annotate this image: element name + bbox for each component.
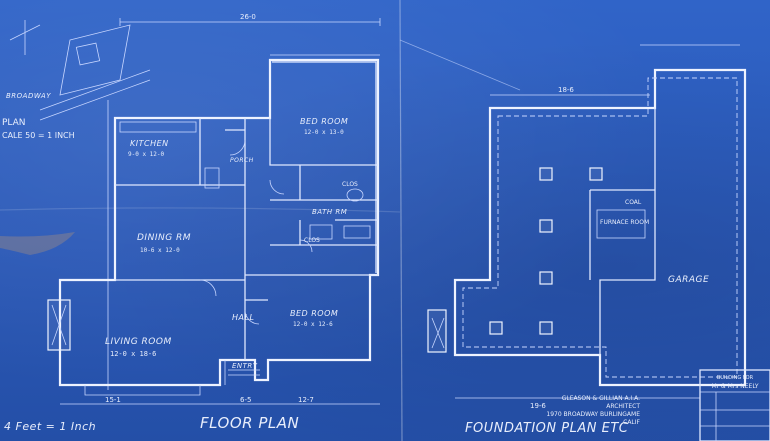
- title-block: BUILDING FOR Mr & Mrs NEELY: [699, 369, 770, 441]
- coal-label: COAL: [625, 199, 642, 206]
- room-entry-name: ENTRY: [232, 362, 258, 370]
- pier: [589, 167, 603, 181]
- room-bath-name: BATH RM: [312, 208, 347, 216]
- foundation-plan: 18-6 FURNACE ROOM COAL GARAGE 19-6 FOUND…: [399, 39, 747, 436]
- foundation-plan-title: FOUNDATION PLAN ETC: [465, 421, 629, 436]
- dim-bottom-left: 15-1: [105, 396, 121, 404]
- furnace-room-label: FURNACE ROOM: [600, 219, 649, 226]
- pier: [539, 219, 553, 233]
- dim-bottom-overall: 12-7: [298, 396, 314, 404]
- room-kitchen-name: KITCHEN: [130, 139, 169, 148]
- architect-line4: CALIF: [623, 419, 640, 426]
- street-label: BROADWAY: [6, 92, 51, 100]
- room-dining-size: 10-6 x 12-0: [140, 247, 180, 254]
- architect-line3: 1970 BROADWAY BURLINGAME: [546, 411, 640, 418]
- fold-crease-horizontal: [0, 207, 401, 213]
- room-clos2-name: CLOS: [304, 237, 320, 244]
- room-bed1-size: 12-0 x 13-0: [304, 129, 344, 136]
- room-bed1-name: BED ROOM: [300, 117, 348, 126]
- title-block-heading: BUILDING FOR: [717, 375, 754, 381]
- fold-crease-vertical: [399, 0, 403, 441]
- pier: [539, 167, 553, 181]
- dim-top-overall: 26-0: [240, 13, 256, 21]
- foundation-dim-top: 18-6: [558, 86, 574, 94]
- floor-plan-title: FLOOR PLAN: [200, 414, 299, 432]
- room-living-name: LIVING ROOM: [105, 337, 172, 347]
- site-plan: BROADWAY PLAN CALE 50 = 1 INCH: [2, 20, 151, 140]
- room-bed2-name: BED ROOM: [290, 309, 338, 318]
- floor-plan-scale: 4 Feet = 1 Inch: [4, 420, 96, 433]
- garage-label: GARAGE: [668, 275, 709, 285]
- pier: [489, 321, 503, 335]
- dim-bottom-mid: 6-5: [240, 396, 251, 404]
- stain-mark: [0, 232, 75, 255]
- site-scale-label: CALE 50 = 1 INCH: [2, 131, 75, 140]
- architect-line2: ARCHITECT: [606, 403, 640, 410]
- room-porch-name: PORCH: [230, 157, 254, 164]
- north-arrow-icon: [9, 20, 41, 55]
- room-living-size: 12-0 x 18-6: [110, 350, 156, 358]
- foundation-outer-wall: [453, 68, 747, 387]
- architect-line1: GLEASON & GILLIAN A.I.A.: [562, 395, 640, 402]
- site-plan-label: PLAN: [2, 118, 26, 128]
- pier: [539, 271, 553, 285]
- floor-plan: 26-0: [4, 13, 381, 433]
- room-dining-name: DINING RM: [137, 233, 191, 243]
- room-kitchen-size: 9-0 x 12-0: [128, 151, 165, 158]
- architect-note: GLEASON & GILLIAN A.I.A. ARCHITECT 1970 …: [546, 395, 640, 426]
- room-clos1-name: CLOS: [342, 181, 358, 188]
- room-hall-name: HALL: [232, 313, 254, 322]
- foundation-dim-bottom: 19-6: [530, 402, 546, 410]
- room-bed2-size: 12-0 x 12-6: [293, 321, 333, 328]
- pier: [539, 321, 553, 335]
- title-block-owner: Mr & Mrs NEELY: [711, 383, 758, 390]
